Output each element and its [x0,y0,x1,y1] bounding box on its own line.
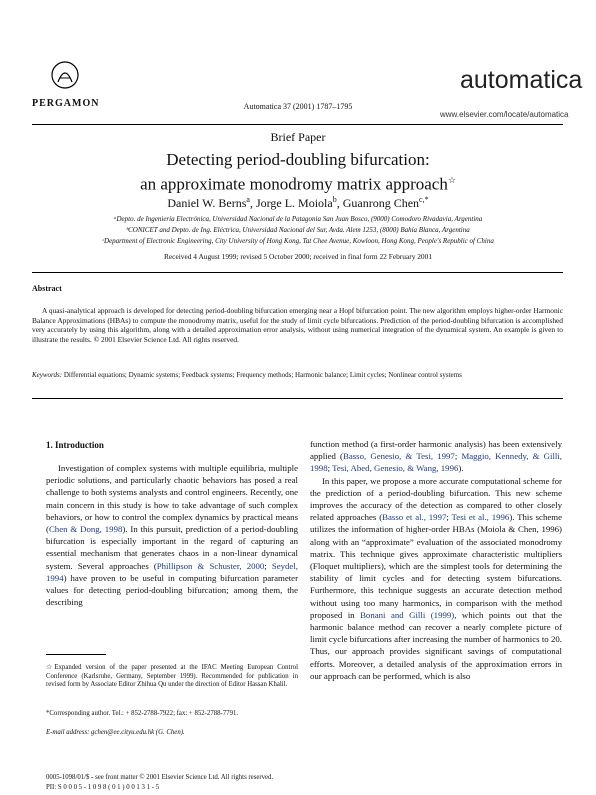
keywords-text: Differential equations; Dynamic systems;… [63,371,462,379]
citation-link[interactable]: Basso, Genesio, & Tesi, 1997 [342,451,455,462]
citation-link[interactable]: Phillipson & Schuster, 2000 [156,560,265,571]
author-name: Guanrong Chen [342,196,420,210]
journal-url-link[interactable]: www.elsevier.com/locate/automatica [440,110,569,119]
publisher-logo-icon [51,61,79,89]
body-paragraph: Investigation of complex systems with mu… [46,463,298,608]
title-footnote-mark[interactable]: ☆ [447,175,456,185]
journal-name: automatica [460,66,583,94]
abstract-text: A quasi-analytical approach is developed… [32,306,563,344]
keywords: Keywords: Differential equations; Dynami… [32,371,563,380]
citation-link[interactable]: Maggio, Kennedy, & Gilli, 1998 [310,451,563,474]
abstract-heading: Abstract [32,284,62,293]
author-affil-mark: a [246,195,250,204]
title-line-2: an approximate monodromy matrix approach [140,174,448,194]
paper-title: Detecting period-doubling bifurcation: a… [0,150,596,195]
citation-link[interactable]: Tesi, Abed, Genesio, & Wang, 1996 [332,463,459,474]
citation-link[interactable]: Tesi et al., 1996 [451,512,510,523]
body-paragraph: function method (a first-order harmonic … [310,439,563,474]
journal-citation: Automatica 37 (2001) 1787–1795 [243,102,353,111]
abstract-top-rule [32,272,563,273]
citation-link[interactable]: Basso et al., 1997 [382,512,447,523]
left-column: Investigation of complex systems with mu… [46,462,298,608]
received-dates: Received 4 August 1999; revised 5 Octobe… [163,252,433,261]
citation-link[interactable]: Bonani and Gilli (1999) [360,609,455,620]
footnote-email: E-mail address: gchen@ee.cityu.edu.hk (G… [46,729,185,736]
footnote-divider [46,654,106,655]
author-name: Daniel W. Berns [167,196,247,210]
title-line-1: Detecting period-doubling bifurcation: [166,150,430,169]
citation-link[interactable]: Chen & Dong, 1998 [48,524,123,535]
header-divider [32,124,563,125]
copyright-line: 0005-1098/01/$ - see front matter © 2001… [46,774,274,781]
paper-type: Brief Paper [270,130,326,144]
author-affil-mark: c,* [419,195,429,204]
affiliation: ᶜDepartment of Electronic Engineering, C… [102,237,494,245]
keywords-label: Keywords: [32,371,63,379]
footnote-corresponding: *Corresponding author. Tel.: + 852-2788-… [46,710,239,717]
body-paragraph: In this paper, we propose a more accurat… [310,475,562,681]
pii-line: PII: S 0 0 0 5 - 1 0 9 8 ( 0 1 ) 0 0 1 3… [46,784,160,791]
section-heading: 1. Introduction [46,440,104,450]
citation-link[interactable]: Seydel, 1994 [46,560,298,583]
abstract-bottom-rule [32,398,563,399]
author-list: Daniel W. Bernsa, Jorge L. Moiolab, Guan… [167,195,429,210]
right-column: function method (a first-order harmonic … [310,438,562,682]
publisher-name: PERGAMON [32,98,100,109]
author-name: Jorge L. Moiola [255,196,333,210]
affiliation: ᵇCONICET and Depto. de Ing. Eléctrica, U… [126,226,470,234]
affiliation: ᵃDepto. de Ingeniería Electrónica, Unive… [113,215,483,223]
footnote-title: ☆Expanded version of the paper presented… [46,664,298,689]
author-affil-mark: b [332,195,337,204]
